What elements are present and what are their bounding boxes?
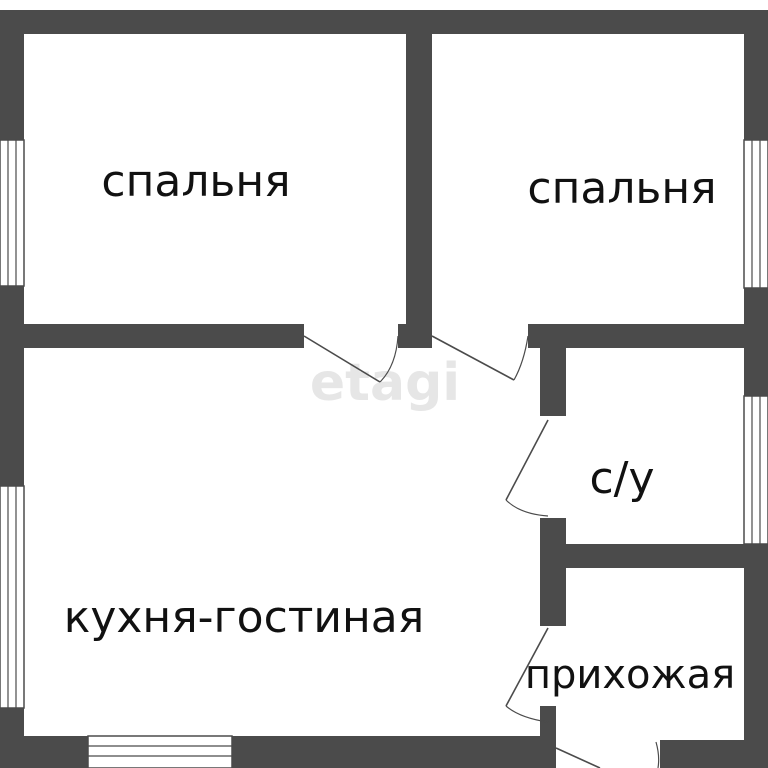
wall-bathroom-bottom xyxy=(540,544,744,568)
room-label-living-kitchen: кухня-гостиная xyxy=(64,592,424,643)
window-bedroom-left xyxy=(0,139,25,287)
door-entrance xyxy=(555,741,660,768)
wall-bottom-left xyxy=(0,736,556,768)
outer-walls xyxy=(0,10,768,768)
window-bathroom xyxy=(743,395,768,545)
wall-hallway-left-lower xyxy=(540,706,556,740)
wall-bottom-right xyxy=(660,740,768,768)
watermark: etagi xyxy=(310,353,460,413)
door-bedroom-left xyxy=(303,335,399,383)
interior-walls xyxy=(24,34,744,740)
door-bedroom-right xyxy=(431,335,529,381)
wall-bedroom-left-bottom xyxy=(24,324,304,348)
wall-bedroom-right-bottom xyxy=(528,324,744,348)
windows xyxy=(0,139,768,768)
wall-between-bedrooms xyxy=(406,34,432,346)
window-bedroom-right xyxy=(743,139,768,289)
room-label-bathroom: с/у xyxy=(589,453,654,504)
wall-top xyxy=(0,10,768,34)
wall-stub-center xyxy=(398,324,432,348)
wall-bathroom-left-lower xyxy=(540,518,566,626)
room-label-hallway: прихожая xyxy=(525,652,735,698)
room-label-bedroom-left: спальня xyxy=(101,156,290,207)
room-labels: спальня спальня с/у кухня-гостиная прихо… xyxy=(64,156,735,698)
wall-right xyxy=(744,10,768,768)
wall-bathroom-left-upper xyxy=(540,348,566,416)
room-label-bedroom-right: спальня xyxy=(527,163,716,214)
window-kitchen-bottom xyxy=(87,735,233,768)
doors xyxy=(303,335,660,768)
window-kitchen-left xyxy=(0,485,25,709)
door-bathroom xyxy=(505,419,549,517)
door-hallway-side xyxy=(505,627,549,723)
